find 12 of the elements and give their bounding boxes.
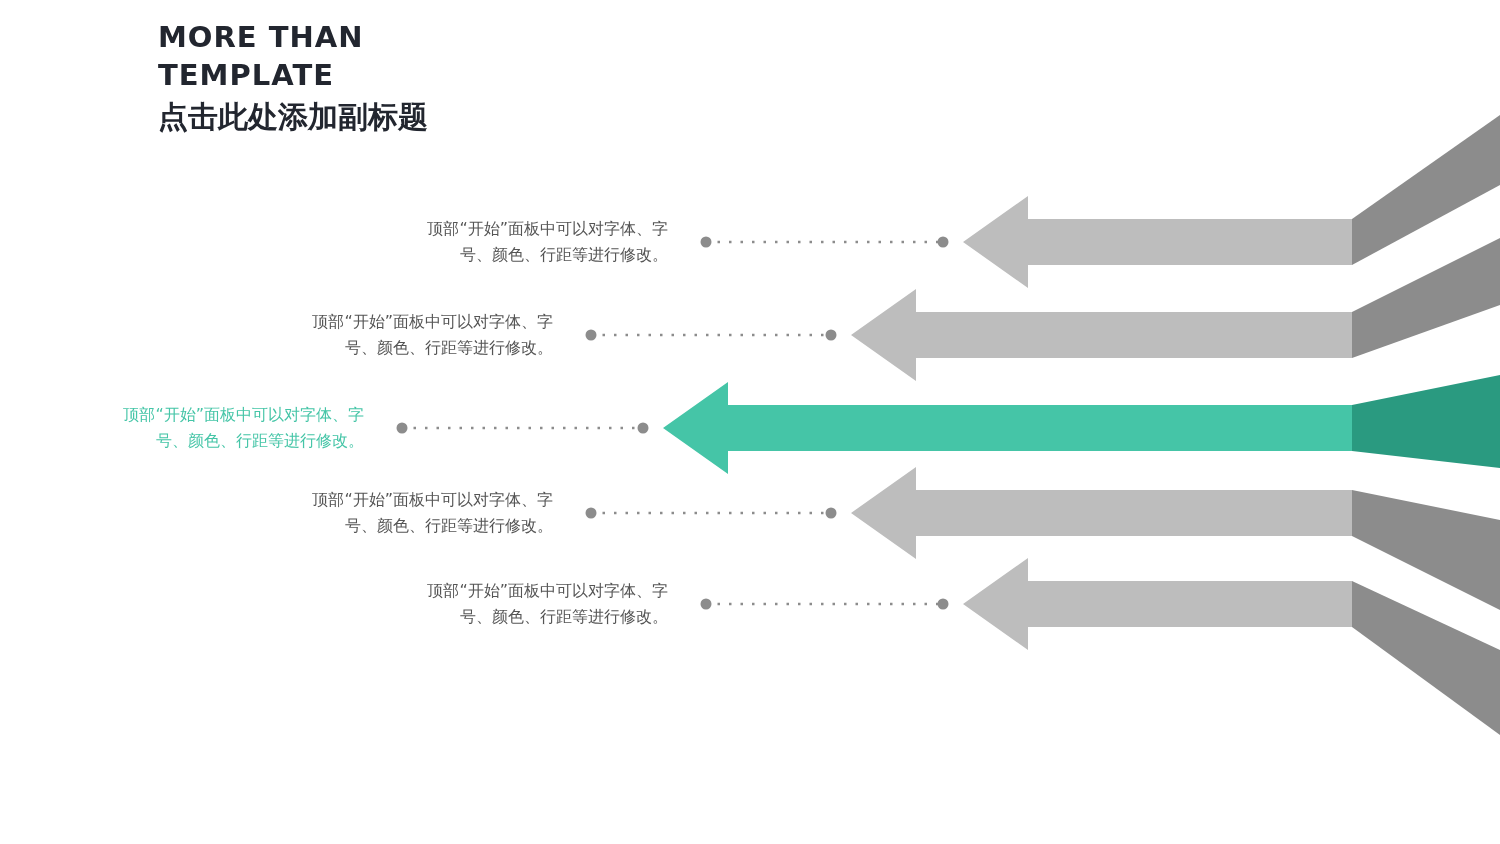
description-text: 顶部“开始”面板中可以对字体、字号、颜色、行距等进行修改。 (297, 487, 585, 539)
dotted-connector (396, 422, 649, 434)
slide-title: MORE THAN TEMPLATE (158, 19, 365, 94)
description-text: 顶部“开始”面板中可以对字体、字号、颜色、行距等进行修改。 (297, 309, 585, 361)
description-text: 顶部“开始”面板中可以对字体、字号、颜色、行距等进行修改。 (412, 216, 700, 268)
subtitle: 点击此处添加副标题 (158, 98, 428, 136)
description-text: 顶部“开始”面板中可以对字体、字号、颜色、行距等进行修改。 (412, 578, 700, 630)
description-text: 顶部“开始”面板中可以对字体、字号、颜色、行距等进行修改。 (108, 402, 396, 454)
dotted-connector (585, 507, 837, 519)
dotted-connector (700, 598, 949, 610)
dotted-connector (585, 329, 837, 341)
dotted-connector (700, 236, 949, 248)
